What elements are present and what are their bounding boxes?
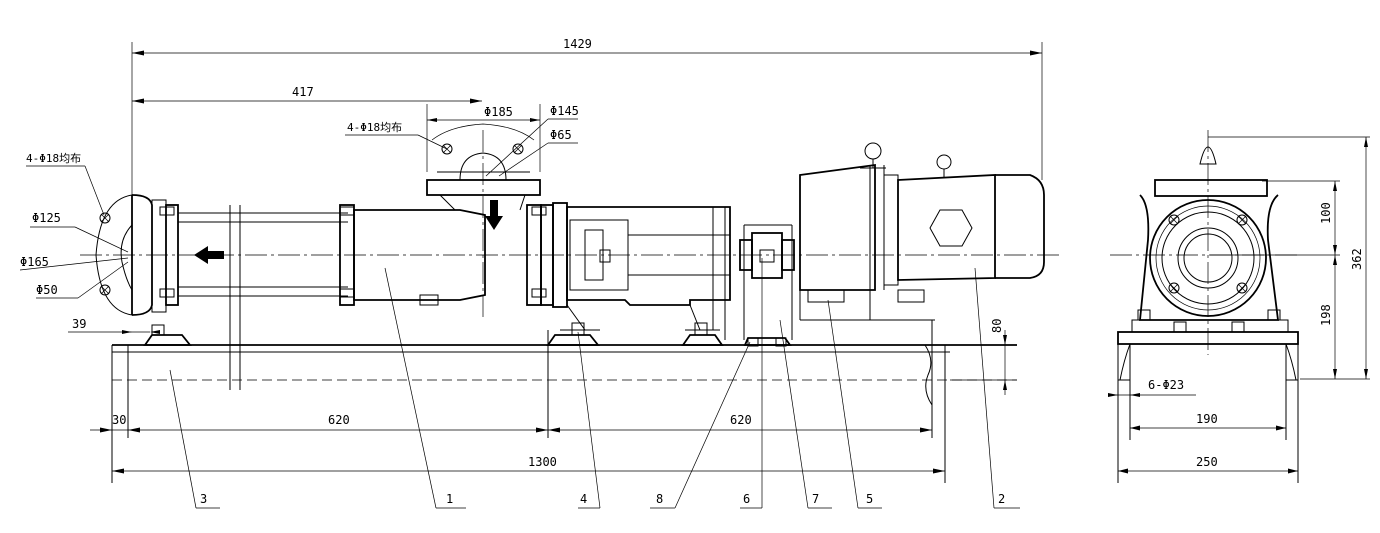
- part-label-7: 7: [812, 492, 819, 506]
- dim-text-phi165: Φ165: [20, 255, 49, 269]
- part-label-2: 2: [998, 492, 1005, 506]
- dim-text-phi50: Φ50: [36, 283, 58, 297]
- part-label-1: 1: [446, 492, 453, 506]
- dim-text-417: 417: [292, 85, 314, 99]
- dim-text-1300: 1300: [528, 455, 557, 469]
- dim-text-198: 198: [1319, 304, 1333, 326]
- part-label-3: 3: [200, 492, 207, 506]
- part-leaders: 3 1 4 8 6 7 5 2: [169, 258, 1020, 509]
- dim-text-side-holes: 4-Φ18均布: [26, 152, 81, 165]
- flow-arrow-down-icon: [485, 200, 503, 230]
- dim-end-view: 100 198 362 6-Φ23 190 250: [1108, 136, 1370, 474]
- part-label-4: 4: [580, 492, 587, 506]
- dim-text-30: 30: [112, 413, 126, 427]
- pump-stator: [151, 199, 355, 390]
- dim-text-top-holes: 4-Φ18均布: [347, 121, 402, 134]
- suction-housing: [353, 123, 541, 306]
- dim-text-250: 250: [1196, 455, 1218, 469]
- part-label-8: 8: [656, 492, 663, 506]
- dim-inlet-offset: 417: [132, 85, 482, 104]
- dim-text-phi145: Φ145: [550, 104, 579, 118]
- end-view: [1117, 146, 1299, 483]
- dim-text-620-right: 620: [730, 413, 752, 427]
- dim-bottom: 30 620 620 1300: [90, 413, 945, 474]
- part-label-5: 5: [866, 492, 873, 506]
- dim-base-height: 80: [950, 319, 1017, 395]
- dim-text-80: 80: [990, 319, 1004, 333]
- dim-text-1429: 1429: [563, 37, 592, 51]
- coupling: [739, 224, 795, 340]
- dim-text-phi125: Φ125: [32, 211, 61, 225]
- centerlines: [80, 130, 1300, 355]
- dim-overall-length: 1429: [131, 37, 1043, 195]
- bearing-housing: [526, 202, 731, 340]
- dim-top-flange: Φ185 Φ145 Φ65 4-Φ18均布: [345, 104, 579, 177]
- dim-text-190: 190: [1196, 412, 1218, 426]
- base-frame: [111, 320, 1017, 483]
- dim-text-phi185: Φ185: [484, 105, 513, 119]
- dim-text-39: 39: [72, 317, 86, 331]
- reducer: [799, 142, 935, 321]
- dim-side-flange: 4-Φ18均布 Φ125 Φ165 Φ50 39: [19, 152, 160, 334]
- dim-text-phi65: Φ65: [550, 128, 572, 142]
- part-label-6: 6: [743, 492, 750, 506]
- end-view-bolts: [1168, 214, 1248, 294]
- flow-arrow-left-icon: [194, 246, 224, 264]
- motor: [897, 154, 1045, 281]
- dim-text-100: 100: [1319, 202, 1333, 224]
- dim-text-anchor-holes: 6-Φ23: [1148, 378, 1184, 392]
- dim-text-362: 362: [1350, 248, 1364, 270]
- dim-text-620-left: 620: [328, 413, 350, 427]
